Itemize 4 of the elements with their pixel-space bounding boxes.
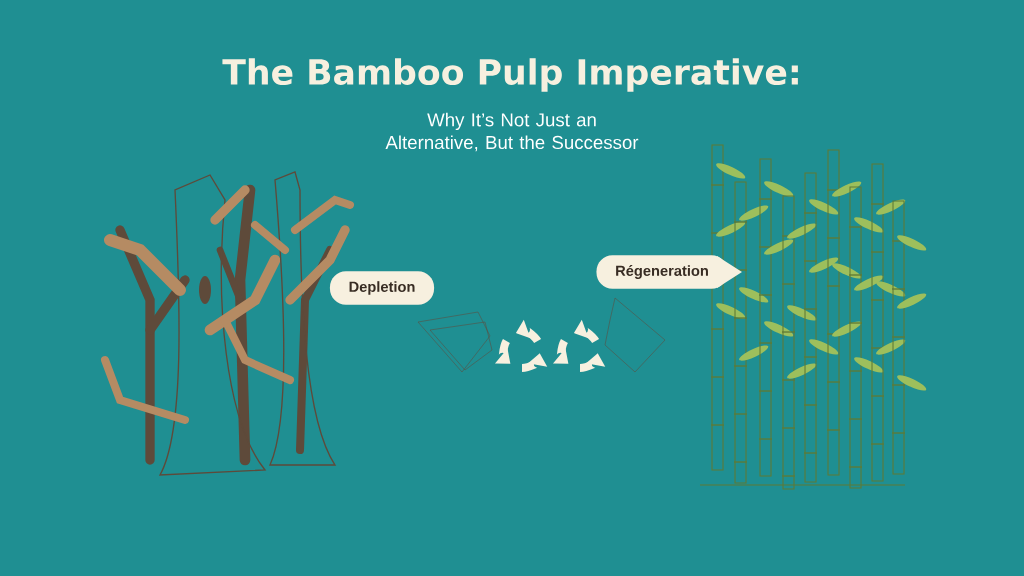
speech-bubble: Régeneration bbox=[596, 255, 742, 289]
subtitle: Why It’s Not Just an Alternative, But the Successor bbox=[385, 112, 639, 152]
title: The Bamboo Pulp Imperative: bbox=[222, 58, 798, 92]
speech-bubble: Depletion bbox=[329, 271, 435, 305]
